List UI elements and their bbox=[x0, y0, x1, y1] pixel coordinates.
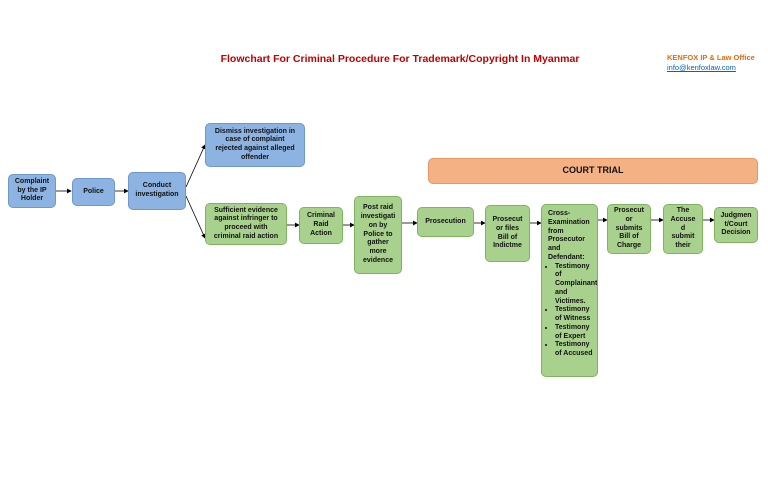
list-item: Testimony of Complainant and Victimes. bbox=[555, 263, 597, 307]
node-police: Police bbox=[72, 178, 115, 206]
list-item: Testimony of Accused bbox=[555, 341, 597, 359]
list-item: Testimony of Witness bbox=[555, 306, 597, 324]
court-trial-banner: COURT TRIAL bbox=[428, 158, 758, 184]
firm-name: KENFOX IP & Law Office bbox=[667, 53, 755, 62]
firm-email-link[interactable]: info@kenfoxlaw.com bbox=[667, 63, 736, 72]
testimony-list: Testimony of Complainant and Victimes. T… bbox=[548, 263, 597, 359]
arrow-conduct-sufficient bbox=[185, 195, 206, 239]
page-title: Flowchart For Criminal Procedure For Tra… bbox=[220, 53, 580, 65]
arrow-conduct-dismiss bbox=[185, 144, 206, 188]
list-item: Testimony of Expert bbox=[555, 324, 597, 342]
node-prosecution: Prosecution bbox=[417, 207, 474, 237]
